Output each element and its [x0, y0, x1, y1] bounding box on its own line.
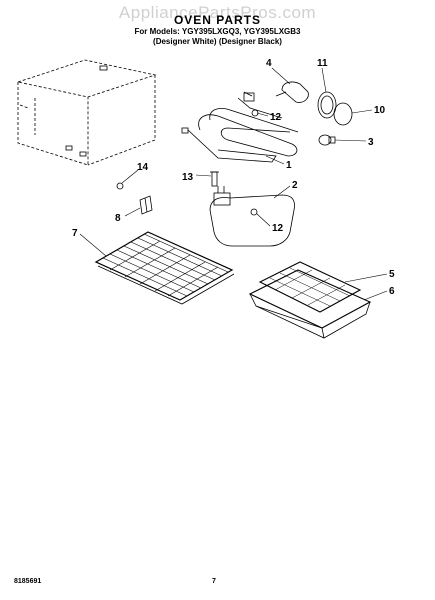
oven-cavity-details — [65, 65, 108, 157]
callout-13: 13 — [182, 172, 194, 183]
callout-5: 5 — [389, 269, 395, 280]
oven-cavity — [16, 59, 157, 166]
leader-lines — [79, 67, 388, 301]
bulb — [318, 134, 336, 146]
gasket — [317, 91, 337, 119]
callout-labels: 4 11 12 10 3 1 13 2 14 12 8 7 5 6 — [72, 58, 395, 297]
callout-3: 3 — [368, 137, 374, 148]
broiler-grid — [258, 261, 362, 313]
bracket-screw — [116, 182, 124, 190]
variants-line: (Designer White) (Designer Black) — [153, 37, 282, 46]
part-number: 8185691 — [14, 578, 42, 585]
page-number: 7 — [212, 578, 216, 585]
callout-4: 4 — [266, 58, 272, 69]
callout-6: 6 — [389, 286, 395, 297]
diagram-header: OVEN PARTS For Models: YGY395LXGQ3, YGY3… — [0, 14, 435, 47]
screw — [210, 171, 219, 187]
models-line: For Models: YGY395LXGQ3, YGY395LXGB3 — [134, 27, 301, 36]
broiler-pan — [248, 269, 372, 339]
callout-14: 14 — [137, 162, 149, 173]
screw-lower — [250, 208, 258, 216]
light-socket — [275, 81, 309, 103]
oven-rack — [94, 231, 235, 305]
callout-8: 8 — [115, 213, 121, 224]
callout-7: 7 — [72, 228, 78, 239]
callout-1: 1 — [286, 160, 292, 171]
lens — [333, 102, 353, 126]
broil-element — [181, 91, 299, 163]
callout-12-upper: 12 — [270, 112, 282, 123]
bracket — [139, 195, 153, 215]
bake-element — [209, 186, 295, 247]
page-title: OVEN PARTS — [173, 13, 262, 27]
watermark: AppliancePartsPros.com — [118, 3, 317, 22]
callout-11: 11 — [317, 58, 328, 69]
callout-2: 2 — [292, 180, 298, 191]
callout-12-lower: 12 — [272, 223, 284, 234]
callout-10: 10 — [374, 105, 386, 116]
